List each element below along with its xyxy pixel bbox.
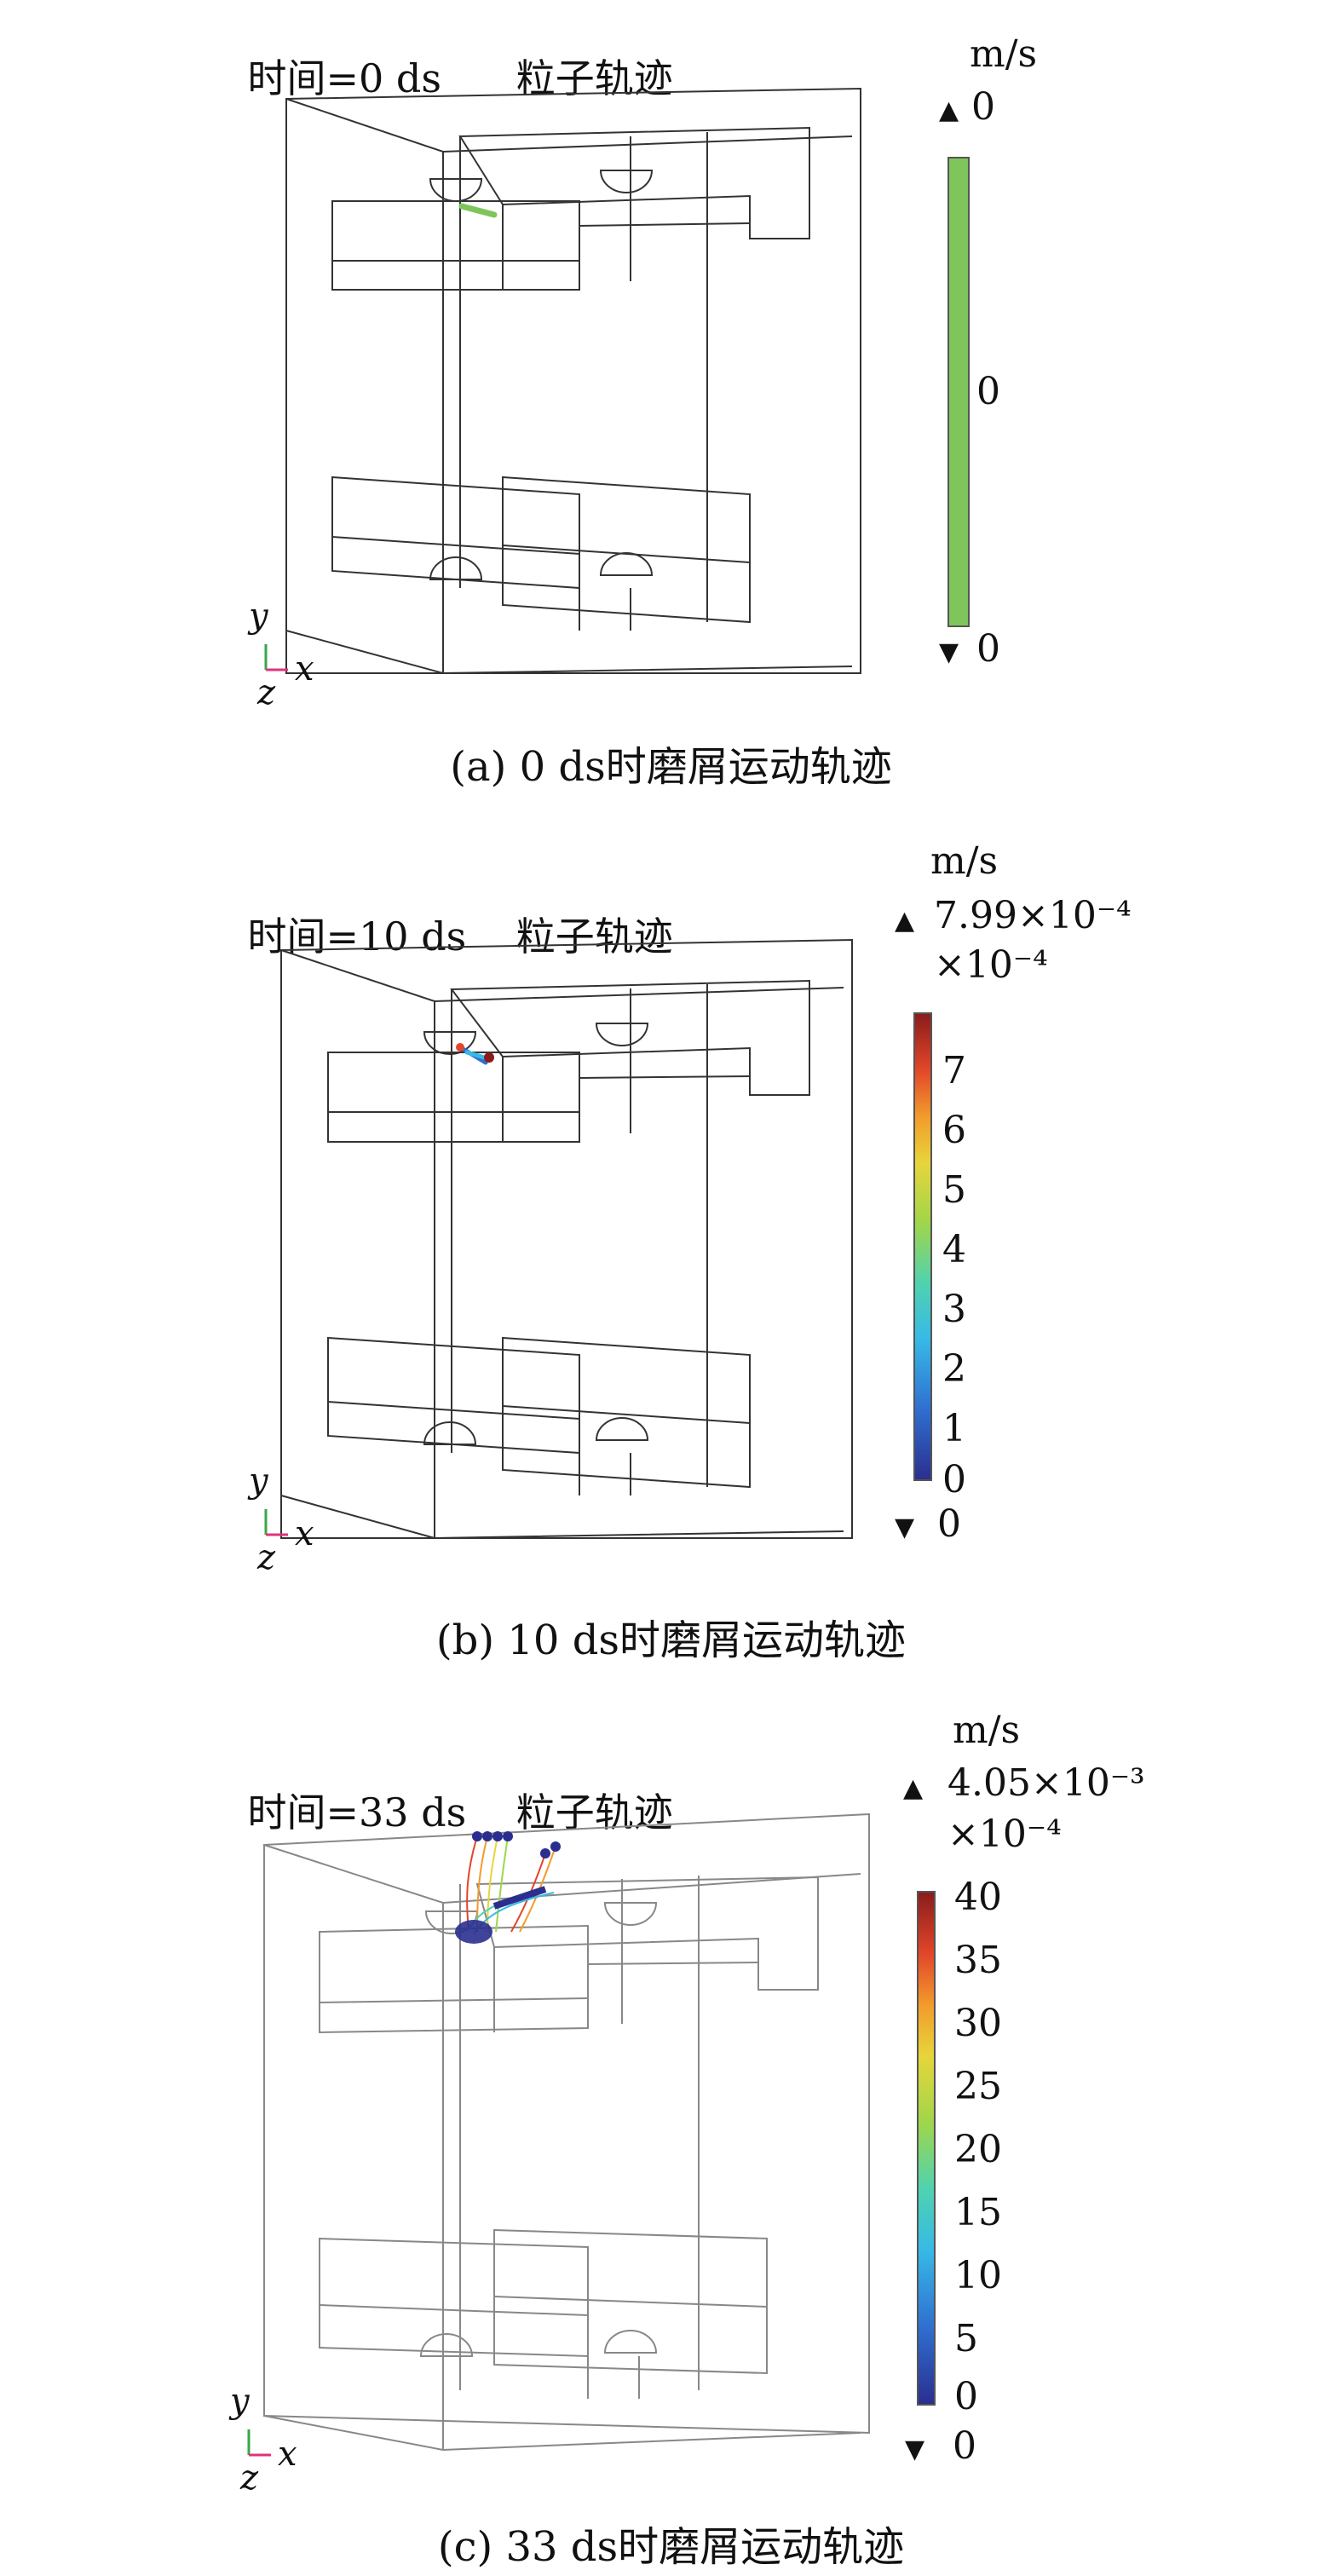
panel-a: 时间=0 ds 粒子轨迹 (0, 0, 1342, 818)
min-triangle-icon: ▼ (905, 2435, 925, 2464)
time-label: 时间=0 ds (247, 55, 441, 101)
colorbar-tick: 35 (954, 1939, 1002, 1982)
unit-label: m/s (930, 839, 999, 883)
model-wireframe (264, 938, 853, 1540)
max-triangle-icon: ▲ (895, 906, 915, 936)
colorbar-tick: 20 (954, 2128, 1002, 2171)
caption: (c) 33 ds时磨屑运动轨迹 (437, 2523, 905, 2571)
colorbar-tick: 30 (954, 2002, 1002, 2045)
colorbar-tick: 2 (942, 1347, 966, 1391)
colorbar-tick: 7 (942, 1049, 966, 1092)
caption: (a) 0 ds时磨屑运动轨迹 (450, 743, 892, 791)
colorbar-tick: 5 (954, 2317, 978, 2360)
colorbar-tick: 15 (954, 2191, 1002, 2234)
axis-x-label: x (295, 649, 314, 689)
colorbar-tick: 25 (954, 2065, 1002, 2108)
unit-label: m/s (953, 1709, 1021, 1752)
axis-y-label: y (249, 596, 268, 636)
axis-x-label: x (278, 2435, 297, 2474)
multiplier-label: ×10⁻⁴ (934, 943, 1048, 987)
min-label: 0 (976, 627, 1000, 671)
min-triangle-icon: ▼ (939, 637, 959, 667)
model-wireframe (264, 87, 861, 675)
colorbar (917, 1891, 936, 2406)
colorbar-tick: 40 (954, 1876, 1002, 1919)
colorbar-tick: 0 (976, 370, 1000, 413)
min-triangle-icon: ▼ (895, 1513, 915, 1542)
particle-heads (472, 1831, 561, 1859)
plot-label: 粒子轨迹 (515, 913, 673, 960)
multiplier-label: ×10⁻⁴ (947, 1812, 1062, 1856)
max-triangle-icon: ▲ (939, 95, 959, 125)
colorbar-tick: 3 (942, 1288, 966, 1331)
colorbar-tick: 6 (942, 1109, 966, 1152)
caption: (b) 10 ds时磨屑运动轨迹 (435, 1616, 907, 1664)
panel-c: 时间=33 ds 粒子轨迹 (0, 1709, 1342, 2576)
panel-title: 时间=10 ds 粒子轨迹 (198, 860, 673, 1008)
axis-y-label: y (249, 1461, 268, 1501)
colorbar-tick: 10 (954, 2254, 1002, 2297)
axis-y-label: y (230, 2382, 250, 2421)
axis-z-label: z (257, 673, 276, 712)
colorbar-tick: 0 (942, 1458, 966, 1501)
max-label: 0 (971, 85, 995, 129)
colorbar (913, 1012, 932, 1481)
panel-b: 时间=10 ds 粒子轨迹 (0, 839, 1342, 1691)
colorbar-tick: 5 (942, 1168, 966, 1212)
axis-x-label: x (295, 1514, 314, 1553)
max-label: 7.99×10⁻⁴ (934, 894, 1132, 937)
time-label: 时间=33 ds (247, 1789, 467, 1835)
time-label: 时间=10 ds (247, 913, 467, 960)
panel-title: 时间=33 ds 粒子轨迹 (198, 1736, 673, 1884)
unit-label: m/s (970, 32, 1038, 76)
colorbar-tick: 1 (942, 1407, 966, 1450)
axis-z-label: z (240, 2458, 259, 2498)
colorbar (947, 157, 970, 627)
min-label: 0 (937, 1502, 961, 1546)
colorbar-tick: 4 (942, 1228, 966, 1271)
panel-title: 时间=0 ds 粒子轨迹 (198, 2, 673, 150)
particle-trace (458, 203, 498, 218)
max-triangle-icon: ▲ (903, 1773, 924, 1803)
model-wireframe (247, 1812, 870, 2457)
axis-z-label: z (257, 1538, 276, 1577)
min-label: 0 (953, 2424, 976, 2468)
max-label: 4.05×10⁻³ (947, 1761, 1145, 1805)
colorbar-tick: 0 (954, 2375, 978, 2418)
